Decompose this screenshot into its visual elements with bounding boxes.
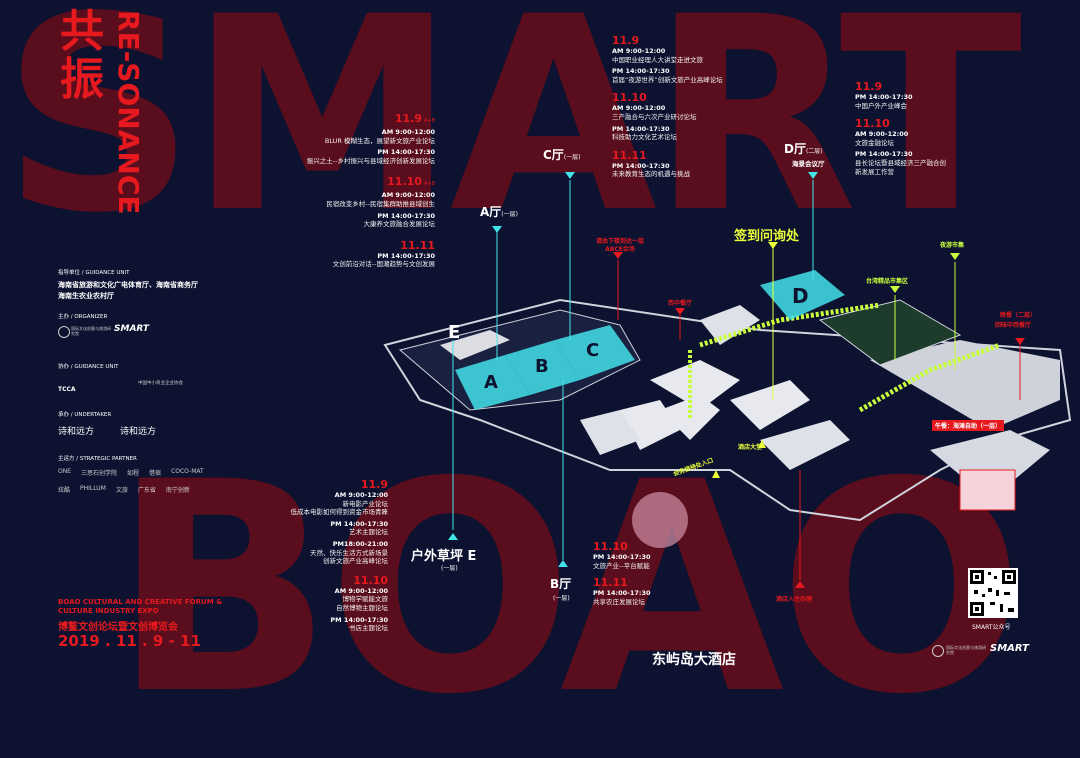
- pointer-arrow-y: [712, 470, 720, 478]
- hotel-checkin-label: 酒店入住办理: [776, 596, 813, 603]
- checkin-label: 签到问询处: [734, 229, 800, 244]
- night-market-label: 夜游市集: [940, 242, 965, 249]
- schedule-c: 11.9 AM 9:00-12:00 中国职业经理人大讲堂走进文旅 PM 14:…: [612, 34, 723, 179]
- partner-logo: PHILLUM: [80, 485, 106, 492]
- pointer-arrow-taiwan: [890, 286, 900, 293]
- lawn-circle: [632, 492, 688, 548]
- map-letter-c: C: [586, 340, 600, 361]
- pointer-arrow-a: [492, 226, 502, 233]
- guidance-line-2: 海南生农业农村厅: [58, 292, 114, 300]
- event-en-title-2: CULTURE INDUSTRY EXPO: [58, 607, 159, 615]
- partner-logo: 借宿: [149, 470, 162, 477]
- lunch-label: 午餐：海滩自助（一层）: [932, 420, 1005, 431]
- pointer-arrow-e: [448, 533, 458, 540]
- schedule-b: 11.10 PM 14:00-17:30 文旅产业--平台赋能 11.11 PM…: [593, 540, 651, 606]
- hall-d-label: D厅(二层): [784, 142, 823, 156]
- bottom-logo-circle: [932, 645, 944, 657]
- title-en: RE-SONANCE: [112, 10, 145, 215]
- hall-c-label: C厅(一层): [543, 148, 581, 162]
- qr-caption: SMART公众号: [972, 624, 1011, 631]
- hall-a-label: A厅(一层): [480, 205, 518, 219]
- partner-logo: 炫酷: [58, 487, 71, 494]
- pointer-arrow-checkin: [768, 242, 778, 249]
- building-block: [730, 380, 810, 430]
- hall-b-floor: (一层): [553, 595, 570, 602]
- pointer-arrow-red: [795, 581, 805, 588]
- guidance-line-1: 海南省旅游和文化广电体育厅、海南省商务厅: [58, 281, 198, 289]
- map-letter-d: D: [792, 284, 809, 308]
- pointer-arrow-red2: [1015, 338, 1025, 345]
- co-guidance-title: 协办 / GUIDANCE UNIT: [58, 364, 119, 370]
- event-en-title-1: BOAO CULTURAL AND CREATIVE FORUM &: [58, 598, 223, 606]
- qr-code: [968, 568, 1018, 618]
- partner-logos: ONE 三思石创学院 如程 借宿 COCO-MAT 炫酷 PHILLUM 文旅 …: [58, 468, 208, 494]
- hall-e-label: 户外草坪 E: [411, 549, 477, 564]
- pointer-arrow-y2: [758, 440, 766, 448]
- bottom-logo-2: SMART: [990, 643, 1029, 654]
- pointer-arrow-red3: [613, 252, 623, 259]
- undertaker-title: 承办 / UNDERTAKER: [58, 412, 112, 418]
- partner-logo: ONE: [58, 468, 72, 475]
- taiwan-market-label: 台湾精品市集区: [866, 278, 909, 285]
- schedule-e: 11.9 AM 9:00-12:00 新电影产业论坛 低成本电影如何得到资金市场…: [290, 478, 389, 633]
- partner-logo: 文旅: [115, 487, 128, 494]
- partner-logo: 三思石创学院: [81, 470, 118, 477]
- hall-b-box: [505, 340, 580, 395]
- dinner-sub-label: 回味中西餐厅: [995, 322, 1032, 329]
- hotel-name: 东屿岛大酒店: [652, 652, 736, 668]
- organizer-logo-1: 国际文化创意与旅游研究院: [71, 326, 111, 336]
- under-logo-1: 诗和远方: [58, 427, 95, 437]
- organizer-logo-circle: [58, 326, 70, 338]
- event-dates: 2019 . 11 . 9 - 11: [58, 632, 201, 650]
- hall-d-sub: 海景会议厅: [792, 160, 825, 168]
- organizer-logo-2: SMART: [114, 324, 150, 334]
- map-letter-e: E: [448, 322, 461, 343]
- red-building: [959, 469, 1016, 511]
- co-logo-2: 中国中小商业企业协会: [138, 381, 183, 386]
- hall-d-box: [760, 270, 845, 320]
- pointer-arrow-night: [950, 253, 960, 260]
- partner-logo: COCO-MAT: [171, 468, 204, 475]
- building-block: [650, 360, 740, 410]
- pointer-arrow-b: [558, 560, 568, 567]
- bottom-logo-1: 国际文化创意与旅游研究院: [946, 645, 986, 655]
- guidance-title: 指导单位 / GUIDANCE UNIT: [58, 270, 130, 276]
- building-block: [870, 340, 1060, 430]
- partner-logo: 南宁创新: [165, 487, 190, 494]
- abce-entry-label: 请由下楼到达一层ABCE会场: [595, 238, 644, 253]
- hall-c-box: [555, 325, 635, 380]
- hall-b-label: B厅: [550, 577, 572, 591]
- dinner-label: 晚餐（二层）: [1000, 312, 1037, 319]
- pointer-arrow-d: [808, 172, 818, 179]
- building-block: [760, 420, 850, 470]
- pointer-arrow-red4: [675, 308, 685, 315]
- venue-map: [383, 172, 1072, 588]
- restaurant-label: 西中餐厅: [668, 300, 693, 307]
- under-logo-2: 诗和远方: [120, 427, 157, 437]
- building-block: [930, 430, 1050, 500]
- hall-e-floor: (一层): [441, 565, 458, 572]
- lime-walkway: [858, 342, 1001, 413]
- hall-a-box: [455, 355, 530, 410]
- partner-logo: 广东省: [137, 487, 156, 494]
- map-base: [383, 298, 1072, 522]
- organizer-title: 主办 / ORGANIZER: [58, 314, 108, 320]
- partner-logo: 如程: [127, 470, 140, 477]
- lime-walkway: [699, 302, 881, 348]
- schedule-d: 11.9 PM 14:00-17:30 中国户外产业峰会 11.10 AM 9:…: [855, 80, 946, 176]
- title-zh: 共振: [60, 6, 104, 105]
- map-letter-b: B: [535, 356, 549, 377]
- building-block: [700, 305, 760, 345]
- hotel-lobby-label: 酒店大堂: [738, 444, 763, 451]
- hall-e-box: [440, 330, 510, 360]
- co-logo-1: TCCA: [58, 386, 76, 393]
- taiwan-market-area: [818, 299, 962, 366]
- event-zh-title: 博鳌文创论坛暨文创博览会: [58, 622, 178, 633]
- partner-title: 主运方 / STRATEGIC PARTNER: [58, 456, 137, 462]
- map-letter-a: A: [484, 372, 498, 393]
- pointer-arrow-c: [565, 172, 575, 179]
- building-block: [580, 410, 640, 455]
